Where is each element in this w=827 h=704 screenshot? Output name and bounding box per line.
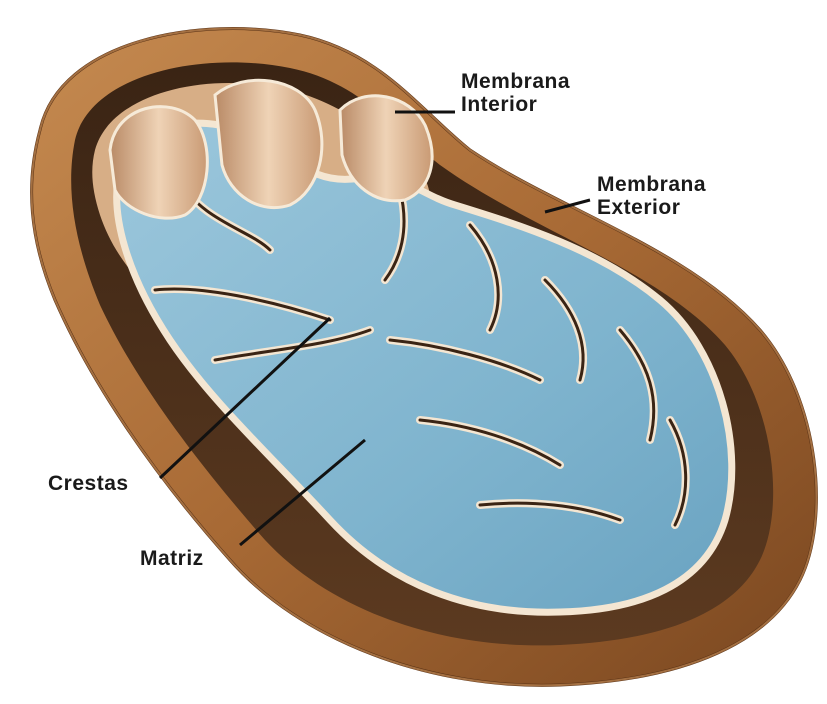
label-membrana-interior-line2: Interior (461, 93, 570, 116)
label-crestas-text: Crestas (48, 472, 129, 495)
label-membrana-exterior: Membrana Exterior (597, 173, 706, 219)
label-membrana-interior-line1: Membrana (461, 70, 570, 93)
label-membrana-interior: Membrana Interior (461, 70, 570, 116)
label-membrana-exterior-line1: Membrana (597, 173, 706, 196)
inner-membrane-loop-1 (110, 107, 207, 219)
label-matriz-text: Matriz (140, 547, 204, 570)
label-membrana-exterior-line2: Exterior (597, 196, 706, 219)
label-crestas: Crestas (48, 472, 129, 495)
label-matriz: Matriz (140, 547, 204, 570)
